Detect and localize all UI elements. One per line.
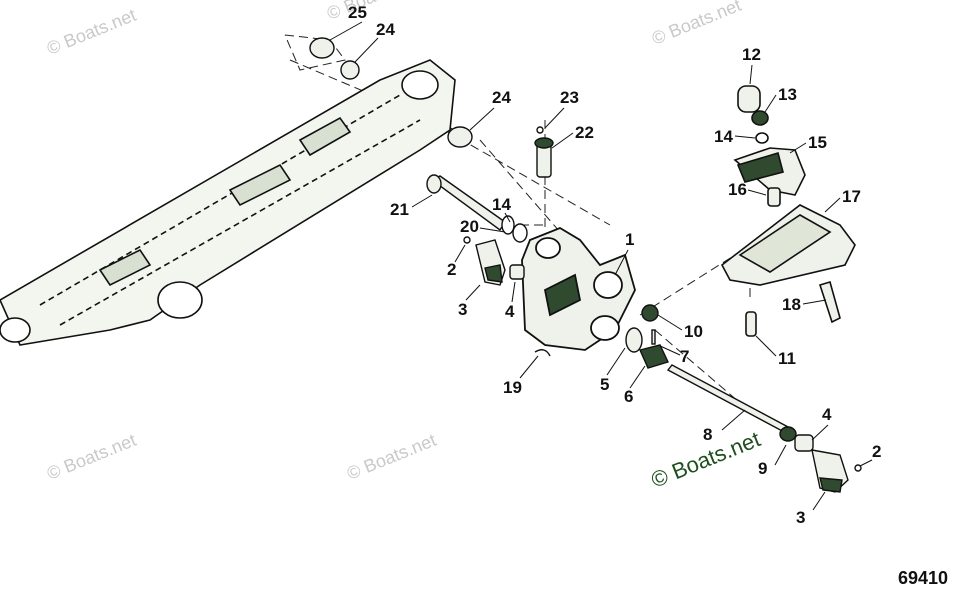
- callout-label: 10: [684, 322, 703, 341]
- bushing-part: [309, 37, 473, 148]
- callout-label: 21: [390, 200, 409, 219]
- callout-label: 9: [758, 459, 767, 478]
- callout-label: 2: [447, 260, 456, 279]
- callout-label: 14: [714, 127, 733, 146]
- callout-label: 5: [600, 375, 609, 394]
- callout-label: 12: [742, 45, 761, 64]
- callout-label: 18: [782, 295, 801, 314]
- callout-label: 6: [624, 387, 633, 406]
- callout-label: 1: [625, 230, 634, 249]
- tilt-assembly: [720, 85, 856, 337]
- right-lever-assembly: [779, 426, 862, 493]
- watermark: © Boats.net: [44, 430, 139, 484]
- callout-labels: 25 24 24 23 22 21 14 20 2 3 4 1 10 7 5 6…: [348, 3, 881, 527]
- callout-label: 22: [575, 123, 594, 142]
- callout-label: 4: [505, 302, 515, 321]
- figure-number: 69410: [898, 568, 948, 588]
- lever-part: [463, 236, 525, 286]
- screw-part: [534, 126, 554, 178]
- callout-label: 3: [458, 300, 467, 319]
- callout-label: 11: [778, 349, 796, 368]
- callout-leaders: [329, 21, 873, 511]
- callout-label: 2: [872, 442, 881, 461]
- callout-label: 16: [728, 180, 747, 199]
- callout-label: 25: [348, 3, 367, 22]
- steering-arm-housing: [0, 59, 456, 346]
- callout-label: 24: [492, 88, 511, 107]
- callout-label: 20: [460, 217, 479, 236]
- shaft-part: [666, 364, 792, 434]
- callout-label: 15: [808, 133, 827, 152]
- callout-label: 7: [680, 347, 689, 366]
- callout-label: 4: [822, 405, 832, 424]
- watermark: © Boats.net: [649, 0, 744, 49]
- callout-label: 24: [376, 20, 395, 39]
- watermark: © Boats.net: [44, 5, 139, 59]
- callout-label: 19: [503, 378, 522, 397]
- callout-label: 17: [842, 187, 861, 206]
- small-hardware: [534, 304, 669, 369]
- callout-label: 8: [703, 425, 712, 444]
- callout-label: 13: [778, 85, 797, 104]
- callout-label: 23: [560, 88, 579, 107]
- steering-bracket: [521, 226, 636, 351]
- washer-part: [501, 215, 528, 243]
- callout-label: 3: [796, 508, 805, 527]
- watermark: © Boats.net: [344, 430, 439, 484]
- callout-label: 14: [492, 195, 511, 214]
- watermark: © Boats.net: [324, 0, 419, 24]
